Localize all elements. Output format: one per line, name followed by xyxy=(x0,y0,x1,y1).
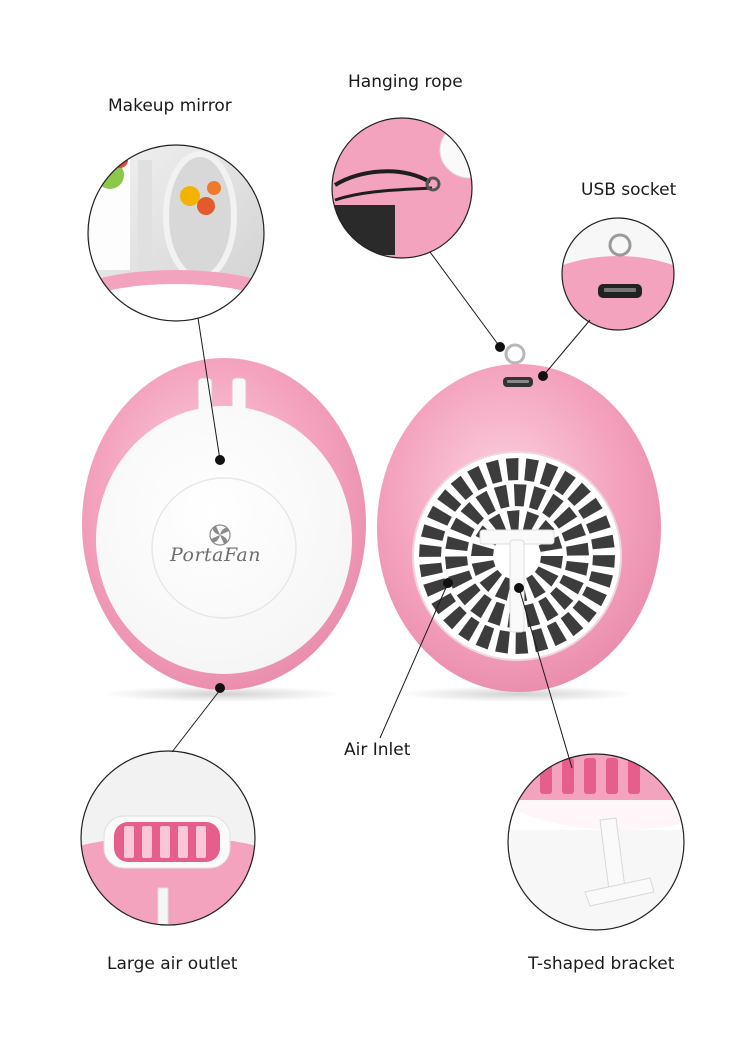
grille-slot xyxy=(591,534,615,550)
grille-slot xyxy=(494,577,512,601)
grille-slot xyxy=(487,601,505,626)
grille-slot xyxy=(493,484,510,509)
label-usb-socket: USB socket xyxy=(581,180,677,200)
grille-slot xyxy=(565,561,589,576)
callout-makeup-mirror xyxy=(87,144,265,322)
grille-slot xyxy=(542,493,564,518)
callout-large-air-outlet xyxy=(80,750,256,926)
grille-slot xyxy=(553,506,578,529)
grille-slot xyxy=(505,458,519,481)
grille-slot xyxy=(561,523,586,542)
grille-slot xyxy=(567,482,591,506)
grille-slot xyxy=(586,515,611,534)
grille-slot xyxy=(423,578,448,597)
grille-slot xyxy=(538,596,559,622)
grille-slot xyxy=(540,556,563,569)
grille-slot xyxy=(592,555,615,568)
grille-slot xyxy=(560,612,584,637)
callout-hanging-rope xyxy=(331,117,473,259)
callout-t-shaped-bracket xyxy=(507,753,685,931)
grille-slot xyxy=(479,569,502,592)
grille-slot xyxy=(458,616,480,642)
grille-slot xyxy=(539,462,559,488)
grille-slot xyxy=(471,543,494,556)
grille-slot xyxy=(467,465,488,491)
label-hanging-rope: Hanging rope xyxy=(348,72,463,92)
grille-slot xyxy=(524,458,539,482)
grille-slot xyxy=(450,475,474,500)
grille-slot xyxy=(529,486,547,511)
grille-slot xyxy=(421,524,446,541)
grille-slot xyxy=(448,570,473,589)
grille-slot xyxy=(550,587,574,610)
fan-front-view xyxy=(82,358,366,702)
grille-slot xyxy=(495,630,510,654)
grille-slot xyxy=(475,490,496,516)
grille-slot xyxy=(431,593,456,615)
grille-slot xyxy=(554,470,576,496)
grille-slot xyxy=(437,489,462,512)
grille-slot xyxy=(427,505,452,526)
leader-dots xyxy=(215,342,548,693)
grille-slot xyxy=(445,536,469,551)
grille-slot xyxy=(471,560,496,576)
grille-slot xyxy=(588,571,613,588)
pinwheel-icon xyxy=(209,524,231,546)
grille-slot xyxy=(513,484,527,507)
grille-slot xyxy=(419,562,443,578)
grille-slot xyxy=(559,574,584,595)
grille-slot xyxy=(445,556,468,570)
label-makeup-mirror: Makeup mirror xyxy=(108,96,232,116)
leader-lines xyxy=(171,251,591,769)
grille-slot xyxy=(534,566,559,587)
label-t-shaped-bracket: T-shaped bracket xyxy=(528,954,675,974)
grille-slot xyxy=(526,574,546,599)
grille-slot xyxy=(450,517,475,538)
label-air-inlet: Air Inlet xyxy=(344,740,411,760)
grille-slot xyxy=(572,600,597,623)
grille-slot xyxy=(475,624,495,650)
grille-slot xyxy=(582,586,607,607)
grille-slot xyxy=(506,510,520,533)
grille-slot xyxy=(460,502,484,525)
grille-slot xyxy=(485,459,503,484)
grille-slot xyxy=(443,606,467,630)
label-large-air-outlet: Large air outlet xyxy=(107,954,238,974)
callout-usb-socket xyxy=(561,217,675,331)
brand-logo-text: PortaFan xyxy=(170,544,261,566)
grille-slot xyxy=(522,511,540,535)
grille-slot xyxy=(546,621,567,647)
grille-slot xyxy=(515,631,529,654)
grille-slot xyxy=(566,542,589,556)
grille-slot xyxy=(578,497,603,519)
fan-back-view xyxy=(377,343,661,702)
grille-slot xyxy=(419,544,442,557)
grille-slot xyxy=(456,583,481,606)
grille-slot xyxy=(470,594,492,619)
